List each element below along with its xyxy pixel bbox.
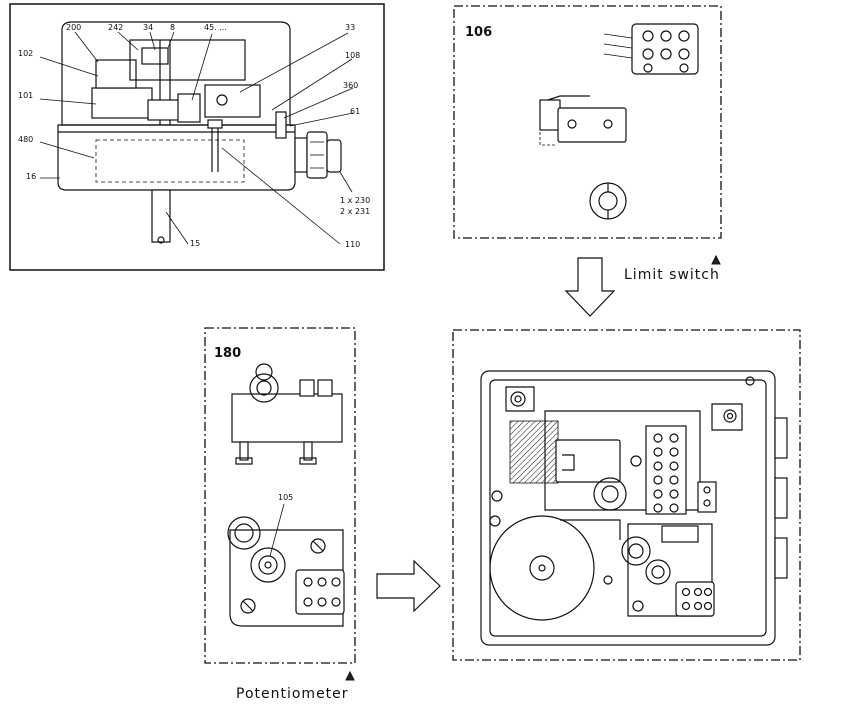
output-shaft — [151, 189, 171, 243]
callout-label: 101 — [18, 91, 33, 100]
callout-label: 1 x 230 — [340, 196, 370, 205]
callout-label: 15 — [190, 239, 200, 248]
callout-label: 34 — [143, 23, 153, 32]
callout-label: 8 — [170, 23, 175, 32]
limit-switch-frame — [453, 5, 722, 239]
micro-switch — [539, 95, 627, 146]
callout-label: 45. ... — [204, 23, 227, 32]
assembled-micro-switch — [555, 439, 621, 483]
limit-switch-number: 106 — [465, 25, 492, 40]
assembled-potentiometer — [603, 523, 715, 617]
potentiometer-frame — [204, 327, 356, 664]
potentiometer-part-label: 105 — [278, 493, 293, 502]
potentiometer-top-view: 105 — [227, 493, 345, 627]
overview-leader-lines — [39, 31, 354, 245]
assembled-limit-switch — [509, 410, 701, 511]
hidden-motor-outline — [95, 139, 245, 183]
assembled-motor — [489, 515, 621, 621]
potentiometer-number: 180 — [214, 346, 241, 361]
overview-panel: 200 242 34 8 45. ... 33 102 108 101 360 … — [9, 3, 385, 271]
callout-label: 242 — [108, 23, 123, 32]
hatched-plate — [509, 420, 559, 484]
callout-label: 360 — [343, 81, 358, 90]
housing-cover — [61, 21, 291, 126]
assembled-cam — [491, 477, 627, 511]
potentiometer-side-view — [231, 363, 343, 465]
callout-label: 2 x 231 — [340, 207, 370, 216]
marker-triangle — [345, 670, 355, 681]
cam-ring — [589, 182, 627, 220]
module-33 — [204, 84, 261, 118]
limit-switch-drawing — [491, 23, 699, 220]
callout-label: 102 — [18, 49, 33, 58]
callout-label: 200 — [66, 23, 81, 32]
potentiometer-terminal-block — [295, 569, 345, 615]
marker-triangle — [711, 254, 721, 265]
callout-label: 480 — [18, 135, 33, 144]
callout-label: 33 — [345, 23, 355, 32]
callout-label: 61 — [350, 107, 360, 116]
terminal-block — [631, 23, 699, 75]
callout-label: 16 — [26, 172, 36, 181]
side-tab — [774, 417, 788, 459]
cam-34 — [141, 47, 169, 65]
assembled-housing — [480, 370, 788, 646]
assembled-frame — [452, 329, 801, 661]
right-arrow — [376, 559, 441, 613]
callout-label: 110 — [345, 240, 360, 249]
cable-gland — [294, 131, 342, 179]
limit-switch-caption: Limit switch — [624, 267, 720, 283]
assembled-panel — [452, 329, 801, 661]
overview-actuator-drawing — [57, 21, 342, 244]
side-tab — [774, 537, 788, 579]
limit-switch-panel: 106 — [453, 5, 722, 283]
overview-callout-labels: 200 242 34 8 45. ... 33 102 108 101 360 … — [18, 23, 370, 249]
module-101 — [91, 87, 153, 119]
housing-base — [57, 124, 296, 191]
leader-105 — [269, 503, 285, 557]
side-tab — [774, 477, 788, 519]
down-arrow — [564, 257, 616, 317]
potentiometer-panel: 180 — [204, 327, 356, 702]
assembled-terminal-strip — [645, 425, 717, 515]
callout-label: 108 — [345, 51, 360, 60]
potentiometer-caption: Potentiometer — [236, 686, 349, 702]
module-102 — [95, 59, 137, 89]
